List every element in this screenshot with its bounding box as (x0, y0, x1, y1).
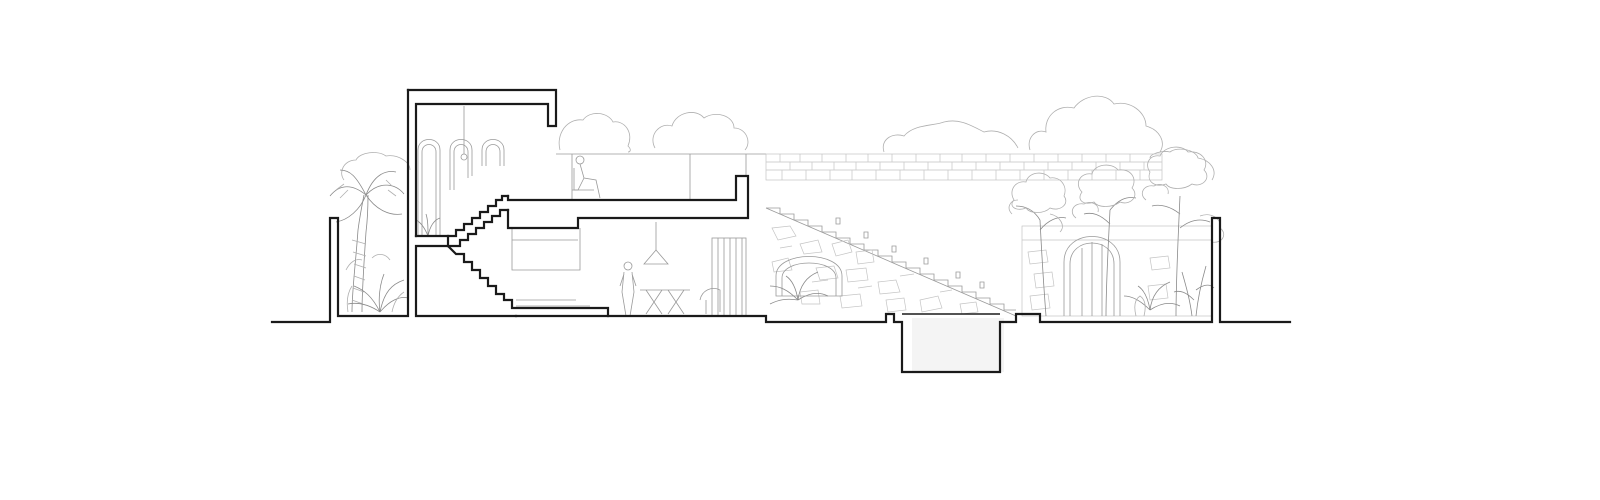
pool-water (912, 318, 1004, 372)
background-tree-canopies (341, 95, 1215, 181)
ground-line-left (270, 88, 410, 324)
wall-niches (835, 217, 985, 289)
first-floor-slab (414, 234, 518, 318)
dining-table-chairs (640, 288, 721, 315)
standing-person (619, 261, 637, 317)
seated-person (572, 155, 601, 199)
upper-staircase (446, 194, 510, 238)
pine-tree-2 (1071, 164, 1137, 317)
arched-gate (1063, 236, 1121, 316)
mezzanine-slab (506, 174, 750, 230)
ground-floor-line (606, 216, 1292, 374)
upper-staircase-underside (446, 208, 510, 248)
upper-interior-walls (511, 153, 766, 271)
right-garden-plants (1123, 265, 1215, 317)
garden-wall-right (1021, 225, 1213, 317)
courtyard-plant-left (769, 271, 829, 305)
pendant-lamp-upper (460, 106, 468, 161)
stone-arch (775, 256, 843, 297)
pine-tree-1 (1008, 172, 1067, 317)
stone-wall-elevation (765, 153, 1163, 181)
left-palm-tree (329, 169, 405, 313)
wooden-door (711, 237, 747, 317)
house-roof (406, 88, 558, 238)
bottom-steps (516, 299, 590, 307)
stone-ramp-wall (765, 207, 1017, 317)
lower-staircase (446, 244, 610, 318)
left-ground-plants (345, 254, 409, 313)
arched-windows (417, 139, 505, 236)
pendant-lamp-lower (643, 222, 669, 265)
section-cut (270, 88, 1292, 374)
